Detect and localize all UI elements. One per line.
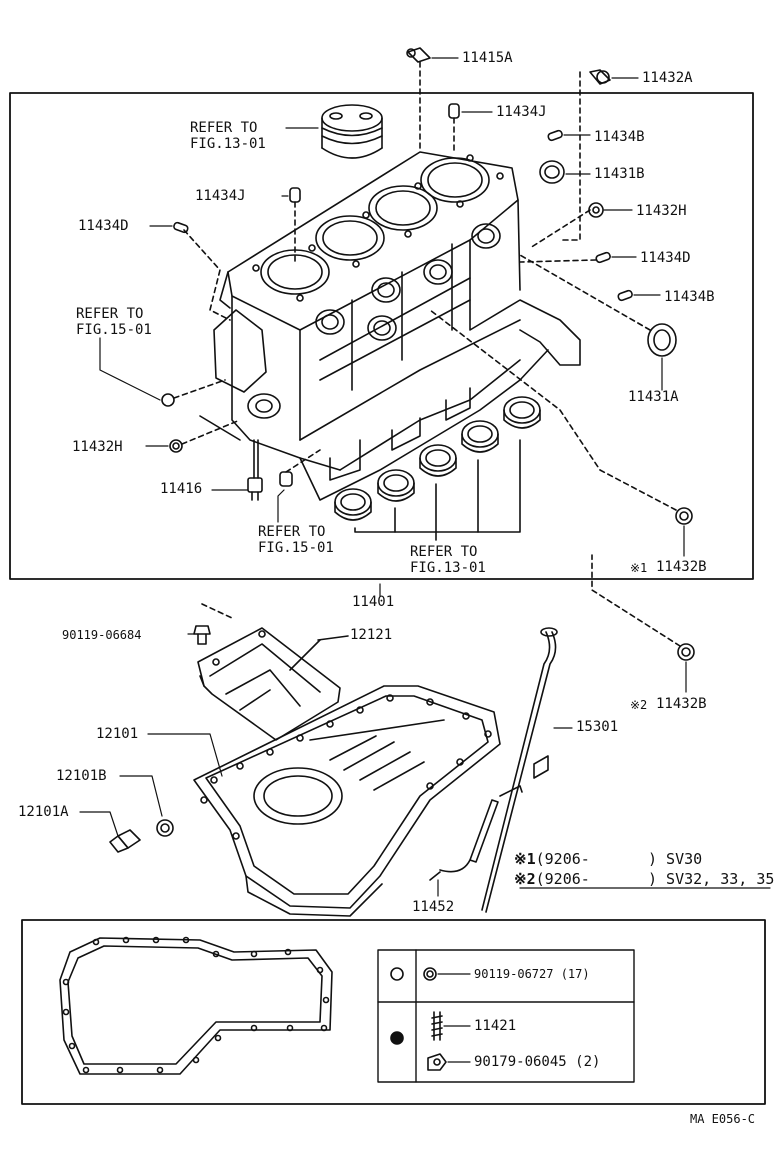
gasket-kit-frame bbox=[21, 919, 766, 1105]
label-11431A: 11431A bbox=[628, 389, 679, 405]
note-2: ※2(9206- ) SV32, 33, 35 bbox=[514, 870, 774, 888]
label-11415A: 11415A bbox=[462, 50, 513, 66]
baffle-plate bbox=[197, 627, 349, 741]
label-11434D-right: 11434D bbox=[640, 250, 691, 266]
refer-fig15-01-left-line2: FIG.15-01 bbox=[76, 322, 152, 338]
kit-label-90119-06727: 90119-06727 (17) bbox=[474, 967, 590, 981]
leader-lines bbox=[99, 57, 687, 693]
label-11432A: 11432A bbox=[642, 70, 693, 86]
note-1-code: (9206- bbox=[535, 850, 590, 868]
label-11434J-top: 11434J bbox=[496, 104, 547, 120]
kit-table bbox=[377, 949, 635, 1083]
label-90119-06684: 90119-06684 bbox=[62, 628, 142, 642]
bolt-90119-06684 bbox=[187, 603, 233, 645]
oil-dipstick bbox=[429, 627, 573, 913]
label-11401: 11401 bbox=[352, 594, 395, 610]
note-1: ※1(9206- ) SV30 bbox=[514, 850, 702, 868]
drain-plug bbox=[79, 775, 174, 853]
kit-label-90179-06045: 90179-06045 (2) bbox=[474, 1054, 601, 1070]
label-12101A: 12101A bbox=[18, 804, 69, 820]
refer-fig15-01-bottom-line2: FIG.15-01 bbox=[258, 540, 334, 556]
note-2-code: (9206- bbox=[535, 870, 590, 888]
label-11434B-top: 11434B bbox=[594, 129, 645, 145]
note-1-suffix: ) SV30 bbox=[648, 850, 703, 868]
diagram-code: MA E056-C bbox=[690, 1112, 756, 1126]
refer-fig13-01-top-line2: FIG.13-01 bbox=[190, 136, 266, 152]
mark-2-small: ※2 bbox=[630, 698, 648, 712]
label-11431B: 11431B bbox=[594, 166, 645, 182]
label-12101B: 12101B bbox=[56, 768, 107, 784]
block-hardware bbox=[161, 47, 695, 661]
cylinder-block bbox=[199, 151, 581, 501]
label-15301: 15301 bbox=[576, 719, 619, 735]
label-12121: 12121 bbox=[350, 627, 393, 643]
note-1-mark: ※1 bbox=[514, 850, 536, 868]
label-11434B-right: 11434B bbox=[664, 289, 715, 305]
note-2-mark: ※2 bbox=[514, 870, 536, 888]
open-circle-symbol bbox=[390, 967, 404, 981]
label-11434J-left: 11434J bbox=[195, 188, 246, 204]
mark-1-small: ※1 bbox=[630, 561, 648, 575]
refer-fig13-01-bottom-line1: REFER TO bbox=[410, 544, 478, 560]
note-2-suffix: ) SV32, 33, 35 bbox=[648, 870, 775, 888]
filled-circle-symbol bbox=[390, 1031, 404, 1045]
label-11432H-right: 11432H bbox=[636, 203, 687, 219]
crank-bearings bbox=[334, 396, 541, 541]
refer-fig15-01-bottom-line1: REFER TO bbox=[258, 524, 326, 540]
kit-label-11421: 11421 bbox=[474, 1018, 517, 1034]
label-11434D-left: 11434D bbox=[78, 218, 129, 234]
engine-block-frame bbox=[9, 92, 754, 580]
label-12101: 12101 bbox=[96, 726, 139, 742]
label-11432B-1: 11432B bbox=[656, 559, 707, 575]
label-11432B-2: 11432B bbox=[656, 696, 707, 712]
oil-pan bbox=[147, 685, 501, 917]
label-11416: 11416 bbox=[160, 481, 203, 497]
refer-fig15-01-left-line1: REFER TO bbox=[76, 306, 144, 322]
refer-fig13-01-bottom-line2: FIG.13-01 bbox=[410, 560, 486, 576]
piston bbox=[321, 104, 383, 159]
refer-fig13-01-top-line1: REFER TO bbox=[190, 120, 258, 136]
label-11432H-left: 11432H bbox=[72, 439, 123, 455]
label-11452: 11452 bbox=[412, 899, 455, 915]
pan-gasket bbox=[59, 936, 333, 1075]
